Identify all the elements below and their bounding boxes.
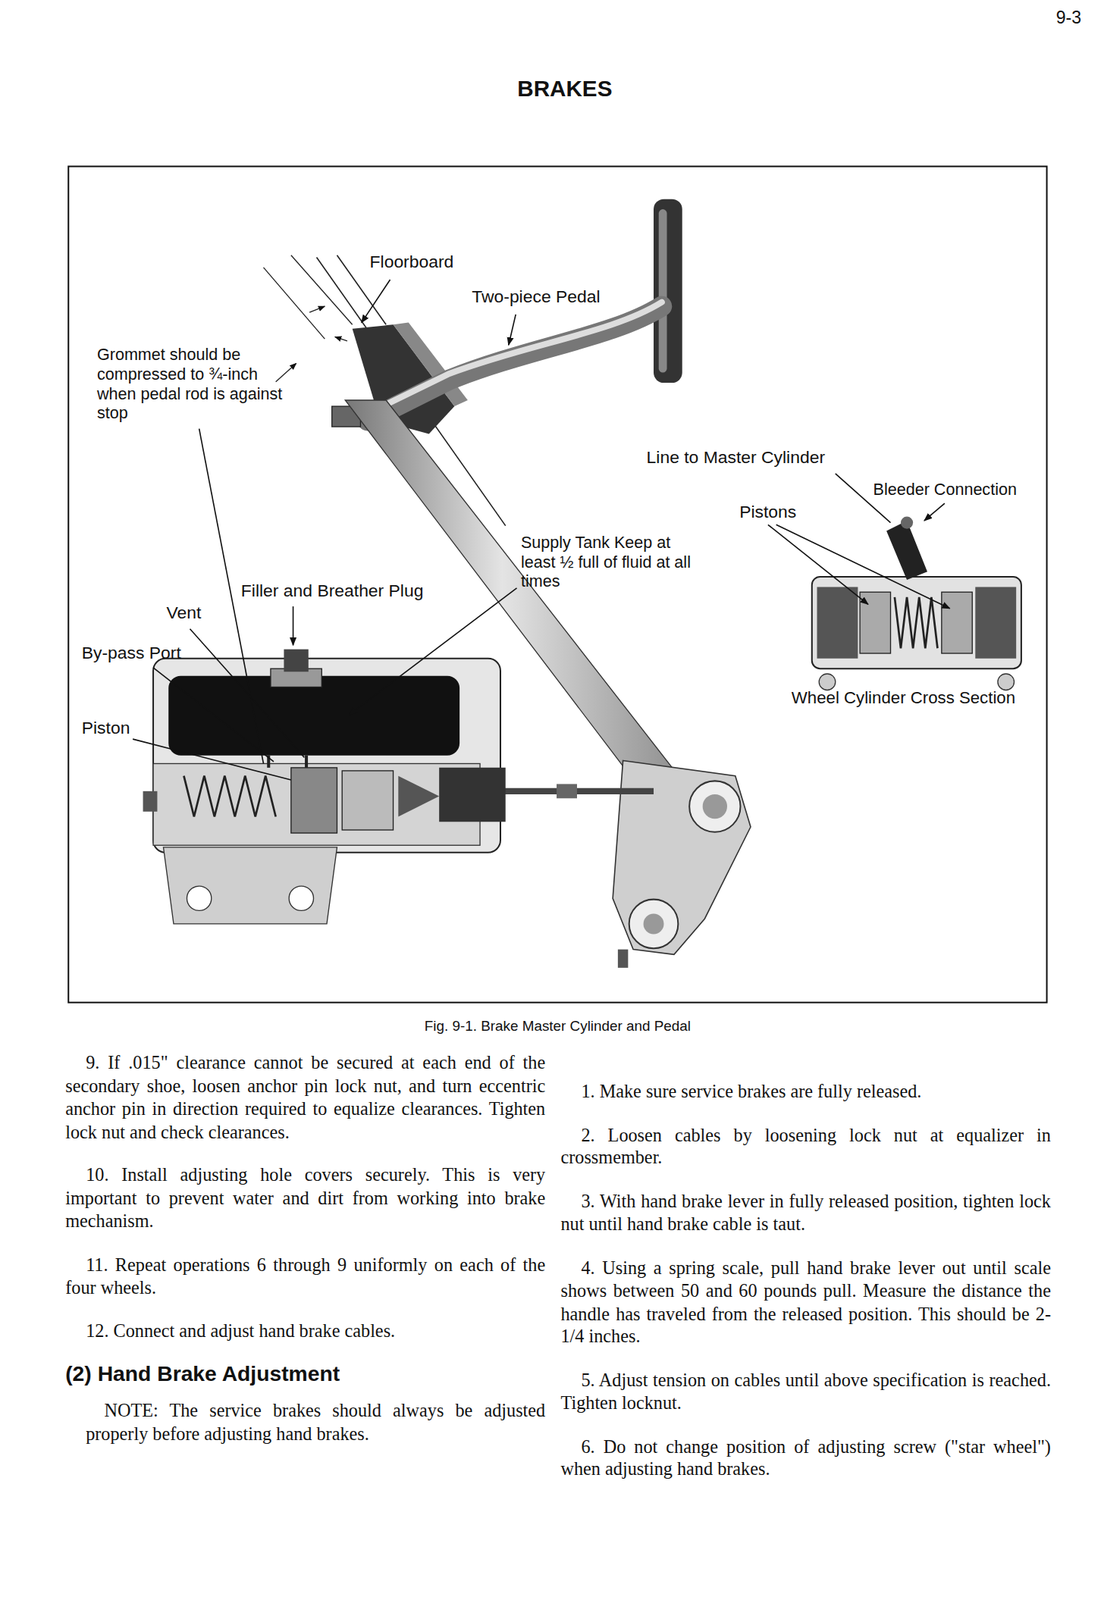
- leader-line: [190, 629, 305, 759]
- callout-label: Wheel Cylinder Cross Section: [791, 686, 1016, 708]
- figure-frame: [68, 166, 1047, 1004]
- leader-line: [768, 524, 869, 605]
- wheel-cylinder: [900, 517, 913, 530]
- brake-pedal: [653, 199, 683, 383]
- leader-line: [776, 524, 951, 609]
- master-cylinder: [186, 886, 211, 911]
- page-title: BRAKES: [411, 75, 719, 103]
- body-paragraph: 11. Repeat operations 6 through 9 unifor…: [65, 1253, 546, 1300]
- callout-label: Line to Master Cylinder: [646, 448, 825, 469]
- grommet-dimension: [291, 255, 353, 326]
- push-rod: [556, 784, 578, 799]
- wheel-cylinder: [886, 520, 928, 581]
- callout-label: Floorboard: [370, 252, 455, 273]
- brake-pedal: [629, 900, 679, 950]
- wheel-cylinder: [818, 674, 836, 691]
- wheel-cylinder: [975, 586, 1017, 659]
- grommet-dimension: [263, 267, 326, 339]
- master-cylinder: [439, 768, 506, 822]
- callout-label: Filler and Breather Plug: [241, 580, 424, 602]
- body-paragraph: 3. With hand brake lever in fully releas…: [560, 1190, 1051, 1237]
- leader-line: [349, 588, 518, 716]
- master-cylinder: [143, 791, 158, 813]
- figure-caption: Fig. 9-1. Brake Master Cylinder and Peda…: [68, 1018, 1047, 1035]
- figure-frame: [68, 166, 1047, 1004]
- brake-pedal: [617, 950, 628, 969]
- master-cylinder: [163, 847, 338, 925]
- callout-note: Grommet should be compressed to ¾-inch w…: [97, 345, 292, 423]
- callout-label: Two-piece Pedal: [471, 286, 600, 308]
- brake-pedal: [702, 794, 728, 819]
- callout-note: Supply Tank Keep at least ½ full of flui…: [520, 533, 700, 592]
- master-cylinder: [398, 776, 440, 818]
- push-rod: [500, 784, 654, 799]
- page-number: 9-3: [1056, 8, 1082, 29]
- wheel-cylinder: [817, 586, 859, 659]
- callout-label: Vent: [166, 603, 202, 625]
- callout-label: Pistons: [739, 502, 797, 524]
- leader-line: [508, 314, 516, 345]
- grommet-dimension: [309, 306, 325, 313]
- callout-label: Bleeder Connection: [873, 479, 1017, 501]
- body-paragraph: 10. Install adjusting hole covers secure…: [65, 1163, 546, 1233]
- leader-line: [924, 503, 945, 521]
- body-paragraph: 5. Adjust tension on cables until above …: [560, 1369, 1051, 1416]
- master-cylinder: [183, 776, 276, 818]
- wheel-cylinder: [812, 577, 1022, 669]
- push-rod: [500, 788, 654, 795]
- master-cylinder: [291, 768, 338, 834]
- wheel-cylinder: [941, 592, 973, 654]
- leader-line: [292, 606, 295, 646]
- section-heading: (2) Hand Brake Adjustment: [65, 1361, 546, 1388]
- master-cylinder: [153, 763, 480, 846]
- brake-pedal: [658, 209, 668, 374]
- wheel-cylinder: [894, 597, 938, 649]
- brake-pedal: [689, 780, 741, 832]
- master-cylinder: [288, 886, 314, 911]
- leader-line: [153, 668, 274, 763]
- body-paragraph: 9. If .015" clearance cannot be secured …: [65, 1051, 546, 1144]
- grommet-dimension: [335, 336, 348, 341]
- brake-pedal: [367, 302, 662, 414]
- note-paragraph: NOTE: The service brakes should always b…: [65, 1400, 546, 1447]
- master-cylinder: [304, 755, 308, 769]
- master-cylinder: [341, 771, 393, 831]
- body-paragraph: 4. Using a spring scale, pull hand brake…: [560, 1256, 1051, 1349]
- wheel-cylinder: [812, 517, 1022, 691]
- leader-line: [132, 739, 292, 781]
- leader-line: [361, 279, 391, 324]
- grommet-dimension: [263, 255, 353, 383]
- text-column: 9. If .015" clearance cannot be secured …: [65, 1051, 546, 1446]
- text-column: 1. Make sure service brakes are fully re…: [560, 1080, 1051, 1482]
- master-cylinder: [143, 649, 506, 925]
- callout-label: Piston: [81, 718, 131, 740]
- master-cylinder: [168, 676, 460, 756]
- body-paragraph: 2. Loosen cables by loosening lock nut a…: [560, 1123, 1051, 1170]
- master-cylinder: [153, 658, 501, 854]
- wheel-cylinder: [997, 674, 1015, 691]
- body-paragraph: 12. Connect and adjust hand brake cables…: [65, 1320, 546, 1343]
- body-paragraph: 6. Do not change position of adjusting s…: [560, 1435, 1051, 1482]
- brake-pedal: [643, 913, 665, 935]
- callout-label: By-pass Port: [81, 643, 182, 665]
- grommet-dimension: [276, 363, 297, 382]
- master-cylinder: [283, 649, 308, 673]
- body-paragraph: 1. Make sure service brakes are fully re…: [560, 1080, 1051, 1104]
